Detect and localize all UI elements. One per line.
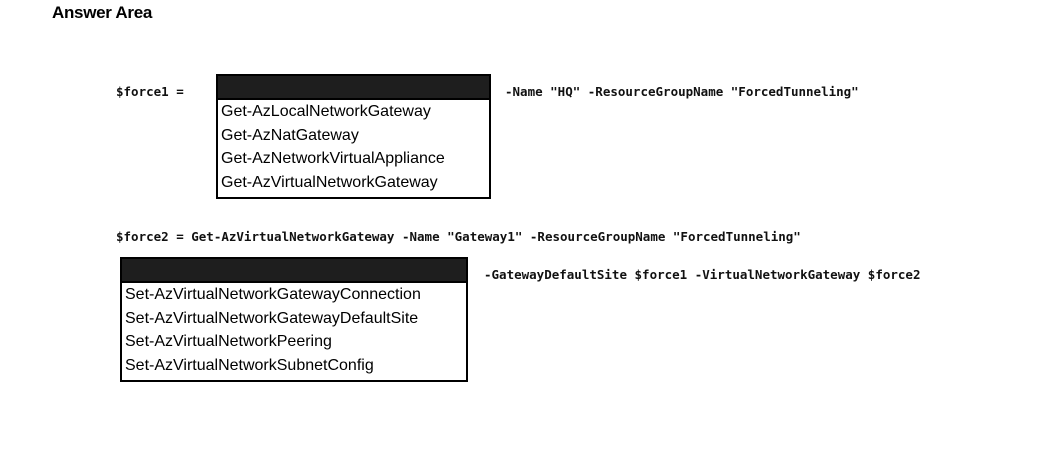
force1-option-nat-gateway[interactable]: Get-AzNatGateway bbox=[221, 126, 359, 144]
default-site-option-gateway-connection[interactable]: Set-AzVirtualNetworkGatewayConnection bbox=[125, 286, 421, 303]
force1-dropdown-selection[interactable] bbox=[218, 76, 489, 100]
default-site-option-subnet-config[interactable]: Set-AzVirtualNetworkSubnetConfig bbox=[125, 356, 374, 374]
force1-option-virtual-network-gateway[interactable]: Get-AzVirtualNetworkGateway bbox=[221, 173, 438, 191]
default-site-option-gateway-default-site[interactable]: Set-AzVirtualNetworkGatewayDefaultSite bbox=[125, 309, 419, 327]
force2-statement: $force2 = Get-AzVirtualNetworkGateway -N… bbox=[116, 229, 801, 244]
force1-cmdlet-dropdown[interactable]: Get-AzLocalNetworkGateway Get-AzNatGatew… bbox=[216, 74, 491, 199]
force1-parameters: -Name "HQ" -ResourceGroupName "ForcedTun… bbox=[505, 84, 859, 99]
default-site-parameters: -GatewayDefaultSite $force1 -VirtualNetw… bbox=[484, 267, 921, 282]
default-site-option-network-peering[interactable]: Set-AzVirtualNetworkPeering bbox=[125, 333, 332, 350]
answer-area-title: Answer Area bbox=[52, 3, 153, 22]
force1-option-local-network-gateway[interactable]: Get-AzLocalNetworkGateway bbox=[221, 103, 431, 120]
default-site-dropdown-selection[interactable] bbox=[122, 259, 466, 283]
force1-option-network-virtual-appliance[interactable]: Get-AzNetworkVirtualAppliance bbox=[221, 150, 445, 167]
force1-assignment-label: $force1 = bbox=[116, 84, 184, 99]
default-site-cmdlet-dropdown[interactable]: Set-AzVirtualNetworkGatewayConnection Se… bbox=[120, 257, 468, 382]
